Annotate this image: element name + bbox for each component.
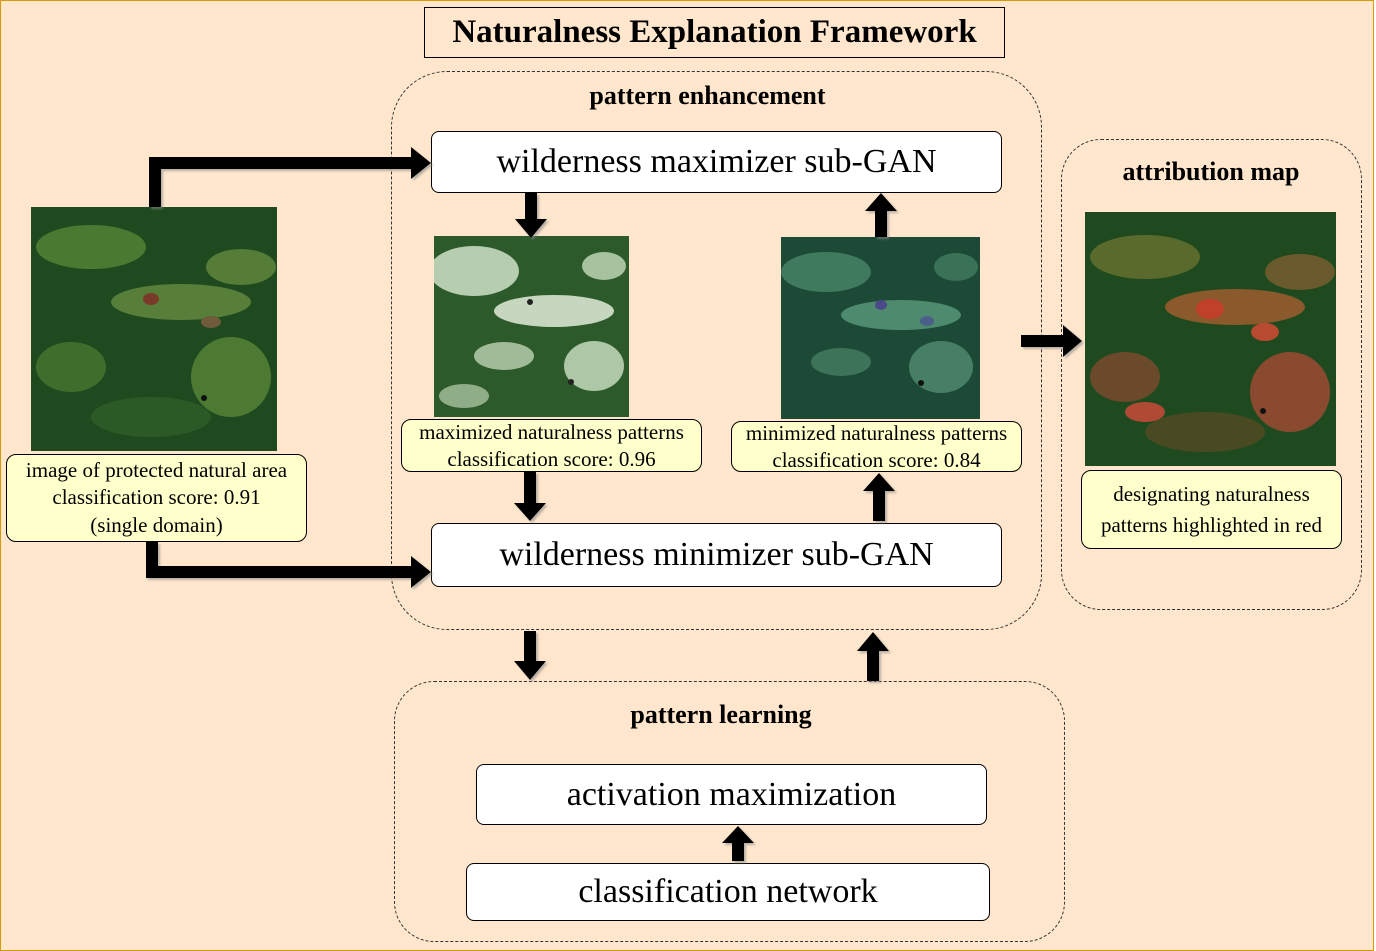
attribution-map-label: attribution map (1122, 157, 1300, 186)
arrow-min-image-to-maximizer (865, 193, 897, 237)
input-caption-line2: classification score: 0.91 (52, 485, 261, 510)
attribution-map-group (1061, 139, 1362, 610)
classification-network-box: classification network (466, 863, 990, 921)
pattern-enhancement-group (391, 71, 1042, 630)
pattern-learning-label: pattern learning (630, 700, 812, 729)
arrow-classifier-to-activation (722, 826, 754, 861)
attribution-caption-line2: patterns highlighted in red (1100, 512, 1323, 537)
arrow-input-to-minimizer (146, 542, 431, 588)
arrow-maximizer-to-image (515, 193, 547, 238)
minimized-caption-line2: classification score: 0.84 (772, 447, 981, 472)
attribution-map-caption: designating naturalness patterns highlig… (1081, 470, 1342, 549)
input-caption-line3: (single domain) (90, 512, 223, 537)
maximizer-sub-gan-box: wilderness maximizer sub-GAN (431, 131, 1002, 193)
arrow-minimizer-to-min-caption (863, 473, 895, 521)
arrow-enhancement-to-learning (514, 631, 546, 680)
diagram-title: Naturalness Explanation Framework (424, 7, 1005, 58)
pattern-learning-group (394, 681, 1065, 942)
input-image-caption: image of protected natural area classifi… (6, 454, 307, 542)
arrow-learning-to-enhancement (857, 632, 889, 681)
minimized-patterns-image (781, 237, 980, 419)
minimized-caption-line1: minimized naturalness patterns (745, 421, 1008, 446)
arrow-input-to-maximizer (149, 147, 431, 207)
input-caption-line1: image of protected natural area (25, 458, 288, 483)
maximized-patterns-caption: maximized naturalness patterns classific… (401, 419, 702, 472)
arrow-to-attribution-map (1021, 325, 1082, 357)
arrow-max-caption-to-minimizer (514, 472, 546, 521)
activation-maximization-box: activation maximization (476, 764, 987, 825)
maximized-caption-line2: classification score: 0.96 (447, 446, 656, 471)
maximized-caption-line1: maximized naturalness patterns (419, 420, 684, 445)
attribution-caption-line1: designating naturalness (1113, 482, 1310, 507)
input-satellite-image (31, 207, 277, 451)
maximized-patterns-image (434, 236, 629, 417)
attribution-map-image (1085, 212, 1336, 466)
pattern-enhancement-label: pattern enhancement (589, 81, 826, 110)
minimizer-sub-gan-box: wilderness minimizer sub-GAN (431, 523, 1002, 587)
minimized-patterns-caption: minimized naturalness patterns classific… (731, 421, 1022, 472)
